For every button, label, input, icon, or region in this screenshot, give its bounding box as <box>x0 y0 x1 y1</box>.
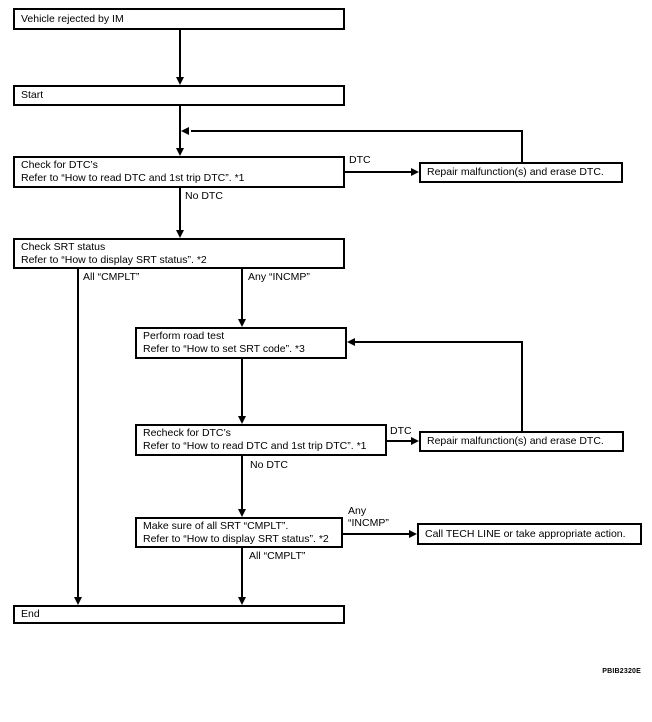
edge-label-any-incmp-2-line2: “INCMP” <box>348 517 389 529</box>
box-road-test-line1: Perform road test <box>143 330 225 342</box>
edge-label-any-incmp-2: Any “INCMP” <box>348 505 389 529</box>
box-vehicle-rejected: Vehicle rejected by IM <box>13 8 345 30</box>
arrowhead-down-into-check-srt <box>176 230 184 238</box>
arrowhead-left-feedback-1 <box>181 127 189 135</box>
box-make-sure-line1: Make sure of all SRT “CMPLT”. <box>143 519 289 532</box>
box-end-text: End <box>21 608 40 620</box>
box-check-srt-line2: Refer to “How to display SRT status”. *2 <box>21 253 207 266</box>
box-repair-malfunction-2-text: Repair malfunction(s) and erase DTC. <box>427 435 604 447</box>
connector-all-cmplt-to-end <box>77 269 79 597</box>
figure-code: PBIB2320E <box>602 668 641 675</box>
box-start: Start <box>13 85 345 106</box>
arrowhead-right-into-repair1 <box>411 168 419 176</box>
connector-road-test-to-recheck <box>241 359 243 416</box>
arrowhead-right-into-repair2 <box>411 437 419 445</box>
box-check-dtc: Check for DTC’s Refer to “How to read DT… <box>13 156 345 188</box>
connector-repair1-feedback-horizontal <box>191 130 522 132</box>
box-recheck-dtc-line1: Recheck for DTC’s <box>143 427 231 439</box>
connector-check-dtc-to-repair1 <box>345 171 411 173</box>
box-repair-malfunction-2: Repair malfunction(s) and erase DTC. <box>419 431 624 452</box>
arrowhead-left-feedback-2 <box>347 338 355 346</box>
connector-repair2-feedback-horizontal <box>355 341 522 343</box>
edge-label-dtc-1: DTC <box>349 154 371 166</box>
arrowhead-right-into-call-tech <box>409 530 417 538</box>
connector-check-srt-to-road-test <box>241 269 243 319</box>
box-check-dtc-line2: Refer to “How to read DTC and 1st trip D… <box>21 172 245 184</box>
box-end: End <box>13 605 345 624</box>
box-perform-road-test: Perform road test Refer to “How to set S… <box>135 327 347 359</box>
arrowhead-down-into-road-test <box>238 319 246 327</box>
connector-recheck-to-repair2 <box>387 440 411 442</box>
arrowhead-down-into-end-center <box>238 597 246 605</box>
edge-label-any-incmp-1: Any “INCMP” <box>248 271 310 283</box>
box-check-srt-line1: Check SRT status <box>21 240 106 253</box>
connector-check-dtc-to-check-srt <box>179 188 181 230</box>
box-repair-malfunction-1: Repair malfunction(s) and erase DTC. <box>419 162 623 183</box>
arrowhead-down-into-end-left <box>74 597 82 605</box>
edge-label-any-incmp-2-line1: Any <box>348 505 367 517</box>
edge-label-all-cmplt-1: All “CMPLT” <box>83 271 140 283</box>
connector-repair1-feedback-vertical <box>521 130 523 162</box>
edge-label-no-dtc-1: No DTC <box>185 190 223 202</box>
box-make-sure-line2: Refer to “How to display SRT status”. *2 <box>143 532 329 545</box>
box-repair-malfunction-1-text: Repair malfunction(s) and erase DTC. <box>427 166 604 178</box>
arrowhead-down-into-make-sure <box>238 509 246 517</box>
box-make-sure-srt-cmplt: Make sure of all SRT “CMPLT”. Refer to “… <box>135 517 343 548</box>
connector-repair2-feedback-vertical <box>521 341 523 431</box>
connector-make-sure-to-call-tech <box>343 533 409 535</box>
connector-start-to-check-dtc <box>179 106 181 148</box>
connector-recheck-to-make-sure <box>241 456 243 509</box>
box-check-dtc-line1: Check for DTC’s <box>21 159 98 171</box>
box-start-text: Start <box>21 89 44 101</box>
arrowhead-down-into-check-dtc <box>176 148 184 156</box>
box-check-srt-status: Check SRT status Refer to “How to displa… <box>13 238 345 269</box>
arrowhead-down-into-start <box>176 77 184 85</box>
box-road-test-line2: Refer to “How to set SRT code”. *3 <box>143 343 305 355</box>
connector-make-sure-to-end <box>241 548 243 597</box>
arrowhead-down-into-recheck <box>238 416 246 424</box>
connector-vehicle-to-start <box>179 30 181 77</box>
box-recheck-dtc-line2: Refer to “How to read DTC and 1st trip D… <box>143 440 367 452</box>
edge-label-no-dtc-2: No DTC <box>250 459 288 471</box>
edge-label-all-cmplt-2: All “CMPLT” <box>249 550 306 562</box>
edge-label-dtc-2: DTC <box>390 425 412 437</box>
box-recheck-dtc: Recheck for DTC’s Refer to “How to read … <box>135 424 387 456</box>
box-call-tech-line-text: Call TECH LINE or take appropriate actio… <box>425 527 626 540</box>
box-vehicle-rejected-text: Vehicle rejected by IM <box>21 12 124 25</box>
box-call-tech-line: Call TECH LINE or take appropriate actio… <box>417 523 642 545</box>
